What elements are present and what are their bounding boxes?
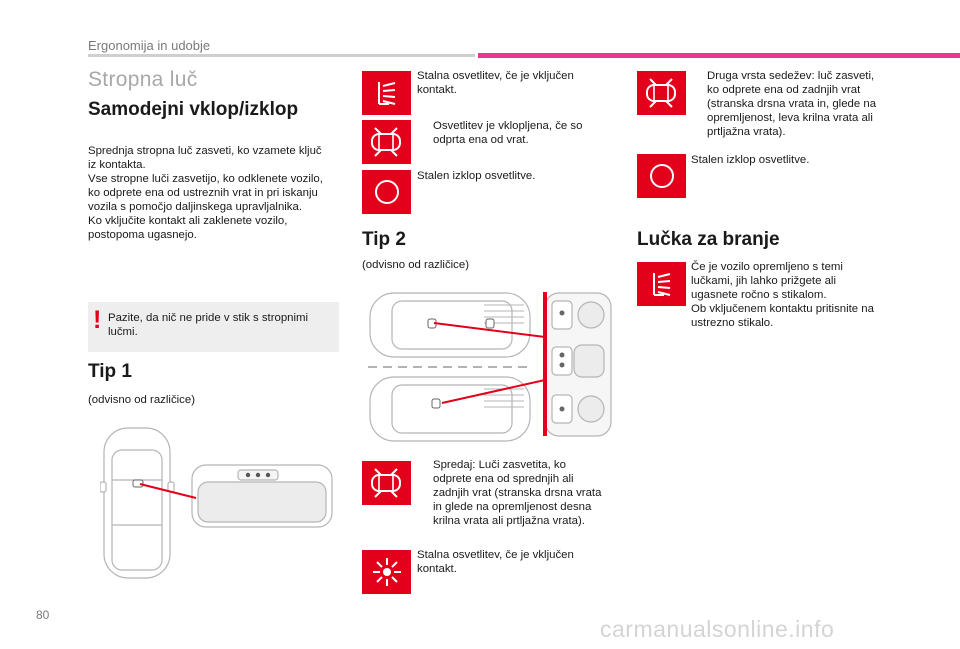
dome-light-icon [377,81,395,105]
warning-box [88,302,339,352]
tip1-illustration [100,427,333,579]
tip1-mode-1-icon-box [362,71,411,115]
warning-icon: ! [93,306,102,334]
page-number: 80 [36,608,50,622]
tip2-title: Tip 2 [362,229,406,250]
tip2-mode-2-icon-box [362,550,411,594]
tip1-mode-2-icon-box [362,120,411,164]
running-header: Ergonomija in udobje [88,38,211,53]
map-light-title: Lučka za branje [637,229,780,250]
car-doors-open-icon [370,468,401,498]
right-mode-1-text: Druga vrsta sedežev: luč zasveti, ko odp… [707,70,877,138]
off-circle-icon [649,164,674,188]
tip1-mode-2-text: Osvetlitev je vklopljena, če so odprta e… [433,120,583,146]
tip1-mode-3-icon-box [362,170,411,214]
tip1-title: Tip 1 [88,361,132,382]
tip2-mode-2-text: Stalna osvetlitev, če je vključen kontak… [417,549,574,575]
map-light-text: Če je vozilo opremljeno s temi lučkami, … [691,261,874,329]
subsection-title: Samodejni vklop/izklop [88,99,299,120]
warning-text: Pazite, da nič ne pride v stik s stropni… [108,312,309,338]
car-doors-open-icon [370,127,401,157]
tip2-mode-1-text: Spredaj: Luči zasvetita, ko odprete ena … [433,459,602,527]
sun-light-icon [372,558,401,586]
tip1-note: (odvisno od različice) [88,394,195,406]
tip2-mode-1-icon-box [362,461,411,505]
off-circle-icon [374,180,399,204]
tip1-mode-3-text: Stalen izklop osvetlitve. [417,170,536,182]
car-doors-open-icon [645,78,676,108]
right-mode-2-text: Stalen izklop osvetlitve. [691,154,810,166]
right-mode-1-icon-box [637,71,686,115]
tip1-mode-1-text: Stalna osvetlitev, če je vključen kontak… [417,70,574,96]
dome-light-icon [652,272,670,296]
header-divider [88,54,475,57]
tip2-note: (odvisno od različice) [362,259,469,271]
tip2-illustration [368,292,612,442]
right-mode-2-icon-box [637,154,686,198]
header-accent-bar [478,53,960,58]
watermark: carmanualsonline.info [600,616,835,642]
intro-paragraph: Sprednja stropna luč zasveti, ko vzamete… [88,145,323,241]
section-title: Stropna luč [88,68,198,91]
map-light-icon-box [637,262,686,306]
